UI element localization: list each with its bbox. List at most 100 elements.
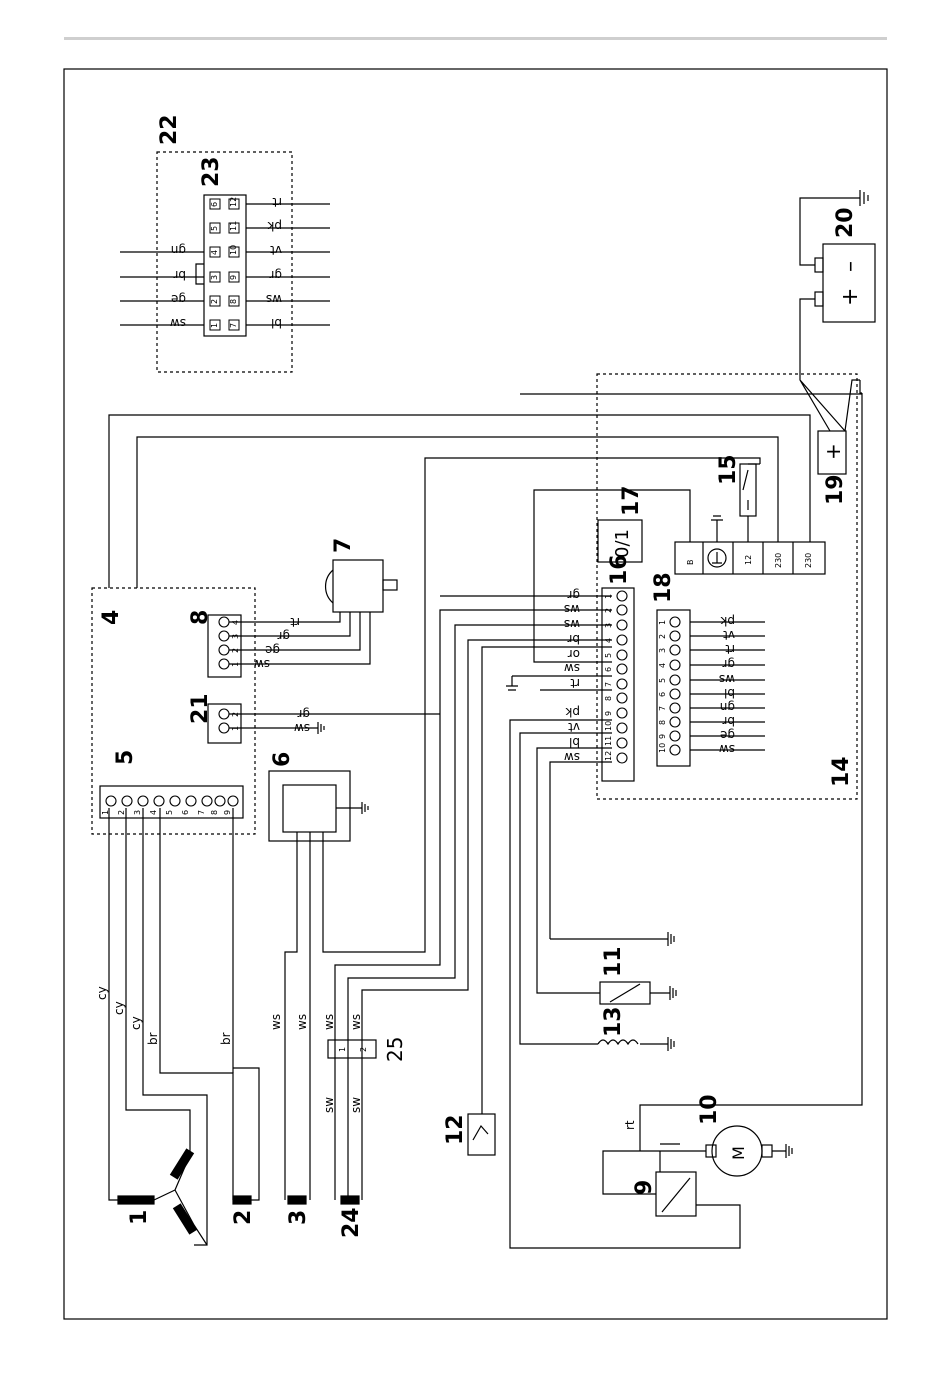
block-16-pin-label: 1 [604,594,613,599]
wire-label-sw-b: sw [349,1097,363,1113]
terminal-circle [616,619,628,631]
label-14: 14 [829,756,854,787]
relay-9-loop [602,1150,656,1195]
block-18-pin-label: 6 [658,692,667,697]
switch-15-contact [742,469,749,510]
block-16-wire-label: pk [565,705,580,719]
wire-br-9 [232,808,260,1201]
terminal-strip-dividers [702,542,794,574]
connector-23-left-label: ge [171,292,186,306]
wire-label-br-4: br [146,1032,160,1045]
block-16-pin-label: 5 [604,653,613,658]
wire-label-cy-2: cy [112,1001,126,1015]
connector-23-pin [228,271,240,283]
component-12 [467,1113,496,1156]
relay-9-rt-label: rt [623,1120,637,1130]
block-18-wire-label: ge [720,728,735,742]
terminal-circle [616,722,628,734]
label-23: 23 [199,156,224,187]
terminal-circle [169,795,181,807]
block-16-wire-label: vt [568,720,580,734]
relay-9-pk-wire [509,719,741,1249]
block-16-wire-label: sw [564,661,580,675]
battery-minus: – [838,261,863,272]
ground-11 [650,986,677,1000]
terminal-circle [105,795,117,807]
block-18-pin-label: 9 [658,734,667,739]
block-18-wire-label: gr [722,657,735,671]
switch-17-symbol: 0/1 [612,529,633,558]
wire-label-cy-3: cy [129,1016,143,1030]
block-8-pin-label: 2 [231,648,240,653]
terminal-block-21 [207,703,242,744]
terminal-circle [201,795,213,807]
earth-symbol [712,552,722,564]
relay-19-plus: + [821,443,845,460]
connector-23-pin [228,246,240,258]
terminal-circle [616,604,628,616]
connector-23-right-label: rt [272,195,282,209]
diagram-frame [63,68,888,1320]
block-16-pin-label: 8 [604,696,613,701]
block-16-pin-label: 4 [604,638,613,643]
connector-23-right-label: vt [270,243,282,257]
connector-23-right-leads [246,203,330,326]
terminal-block-18 [656,609,691,767]
box-22 [156,151,293,373]
wire-label-sw-a: sw [322,1097,336,1113]
winding-1c [172,1203,198,1235]
motor-7-cap [324,569,334,604]
terminal-circle [616,752,628,764]
terminal-circle [185,795,197,807]
connector-23-pin [209,295,221,307]
block-5-pin-label: 2 [117,810,126,815]
block-18-pin-label: 7 [658,706,667,711]
label-4: 4 [99,610,124,625]
block-8-wire-label: rt [290,615,300,629]
terminal-circle [121,795,133,807]
wire-br-4 [159,808,234,1200]
strip-label-12: 12 [744,555,753,565]
label-3: 3 [286,1210,311,1225]
label-18: 18 [651,572,676,603]
battery-20-plus-post [814,291,824,307]
terminal-block-16 [601,587,635,782]
terminal-circle [669,644,681,656]
block-8-wire-label: gr [277,629,290,643]
block-5-pin-label: 9 [223,810,232,815]
terminal-circle [669,702,681,714]
block-16-wire-label: bl [569,735,580,749]
terminal-circle [616,590,628,602]
block-5-pin-label: 6 [181,810,190,815]
ground-6 [336,802,369,814]
wire-label-ws-a: ws [269,1014,283,1030]
block-16-wire-label: or [568,647,580,661]
block-16-wire-label: rt [570,676,580,690]
wire-labels-rotated: swgebrgnblwsgrvtpkrtgrwswsbrorswrtpkvtbl… [170,195,735,764]
block-21-pin-label: 1 [231,726,240,731]
connector-23-left-label: gn [171,243,186,257]
motor-10-rear [705,1144,717,1158]
terminal-circle [616,663,628,675]
motor-10-terminal [761,1144,773,1158]
block-5-pin-label: 7 [197,810,206,815]
block-18-wire-label: pk [720,614,735,628]
wire-sw-12 [549,761,612,939]
connector-23-right-label: ws [266,292,282,306]
terminal-circle [153,795,165,807]
connector-23-bridge [195,263,204,285]
block-8-wire-label: ge [265,643,280,657]
motor-7-shaft [382,579,398,591]
block-18-wire-label: sw [719,742,735,756]
block-16-wire-label: sw [564,750,580,764]
relay-9-rt-wire [639,393,863,1151]
label-20: 20 [833,207,858,238]
label-17: 17 [619,485,644,516]
connector-23-pin-label: 1 [210,323,219,328]
block-18-pin-label: 1 [658,620,667,625]
terminal-circle [669,616,681,628]
terminal-circle [669,659,681,671]
terminal-circle [669,744,681,756]
battery-relay-leads [799,298,862,432]
